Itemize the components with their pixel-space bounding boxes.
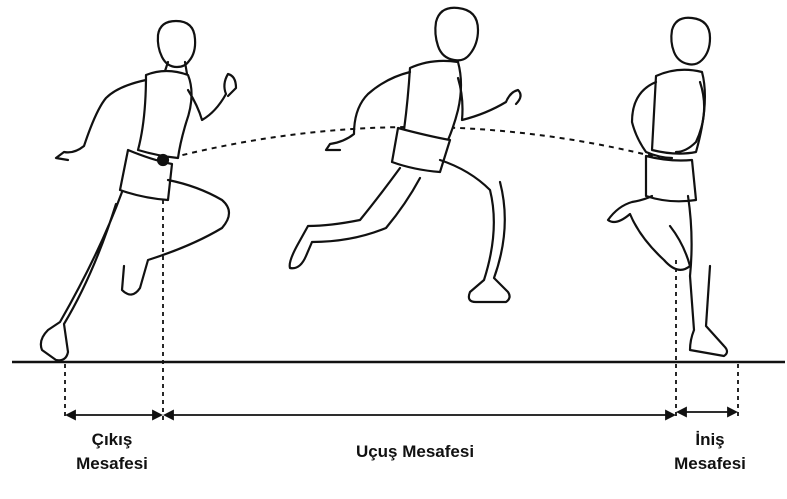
runner1-head xyxy=(158,21,195,67)
runner1-back-arm xyxy=(56,80,146,160)
flight-distance-label: Uçuş Mesafesi xyxy=(300,440,530,464)
takeoff-label-line1: Çıkış xyxy=(52,428,172,452)
runner-flight-figure xyxy=(290,8,521,302)
landing-label-line1: İniş xyxy=(650,428,770,452)
takeoff-label-line2: Mesafesi xyxy=(52,452,172,476)
runner1-front-leg xyxy=(122,180,229,295)
runner3-back-leg xyxy=(608,196,690,270)
runner2-torso xyxy=(404,61,461,140)
landing-distance-label: İniş Mesafesi xyxy=(650,428,770,476)
takeoff-distance-arrow xyxy=(67,411,161,419)
runner2-front-arm xyxy=(458,78,521,120)
runner3-front-leg xyxy=(688,196,727,356)
landing-distance-arrow xyxy=(678,408,736,416)
runner1-torso xyxy=(138,71,192,158)
runner3-shorts xyxy=(646,156,696,201)
runner-landing-figure xyxy=(608,18,727,356)
runner2-back-leg xyxy=(290,168,420,268)
flight-distance-arrow xyxy=(165,411,674,419)
runner2-front-leg xyxy=(440,160,510,302)
takeoff-distance-label: Çıkış Mesafesi xyxy=(52,428,172,476)
runner1-hip-dot xyxy=(158,155,168,165)
landing-label-line2: Mesafesi xyxy=(650,452,770,476)
runner1-front-arm xyxy=(188,74,236,120)
runner-takeoff-figure xyxy=(41,21,236,360)
runner3-head xyxy=(671,18,710,65)
runner2-head xyxy=(435,8,478,61)
runner1-back-leg xyxy=(41,192,122,360)
